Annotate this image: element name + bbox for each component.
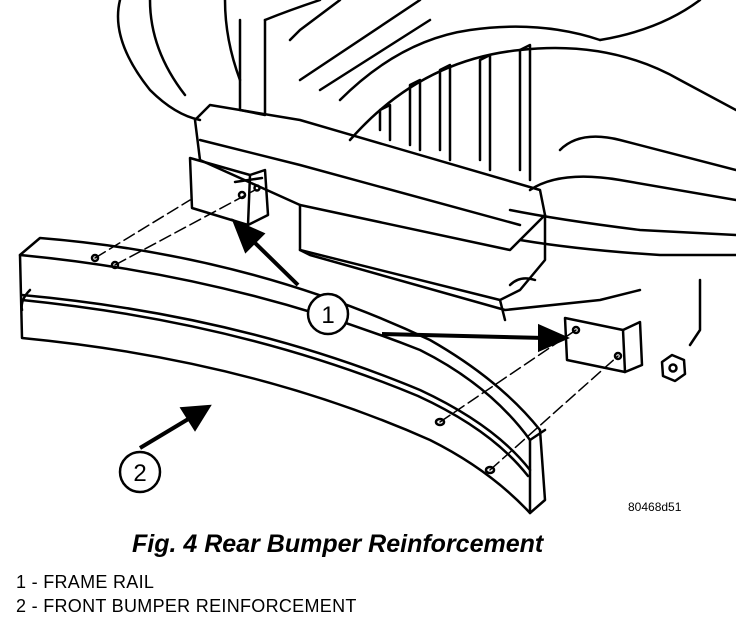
callout-arrow-2 — [138, 404, 212, 450]
rear-crossmember — [193, 103, 642, 322]
figure-caption: Fig. 4 Rear Bumper Reinforcement — [132, 530, 544, 558]
frame-rail-bracket-left — [188, 156, 270, 227]
figure-code: 80468d51 — [628, 500, 682, 514]
callout-arrow-1a — [231, 218, 300, 287]
svg-text:2: 2 — [133, 460, 146, 487]
bumper-reinforcement-illustration: 1 2 — [18, 0, 736, 515]
frame-rail-bracket-right — [563, 316, 644, 374]
callout-2: 2 — [118, 450, 162, 494]
legend: 1 - FRAME RAIL 2 - FRONT BUMPER REINFORC… — [16, 570, 357, 618]
legend-item: 2 - FRONT BUMPER REINFORCEMENT — [16, 596, 357, 616]
vehicle-rear-body — [116, 0, 736, 347]
legend-item: 1 - FRAME RAIL — [16, 572, 155, 592]
alignment-lines — [94, 189, 619, 471]
bumper-reinforcement-bar — [18, 236, 547, 515]
svg-text:1: 1 — [321, 302, 334, 329]
callout-arrow-1b — [381, 323, 570, 353]
callout-1: 1 — [306, 292, 350, 336]
nut — [660, 353, 687, 383]
